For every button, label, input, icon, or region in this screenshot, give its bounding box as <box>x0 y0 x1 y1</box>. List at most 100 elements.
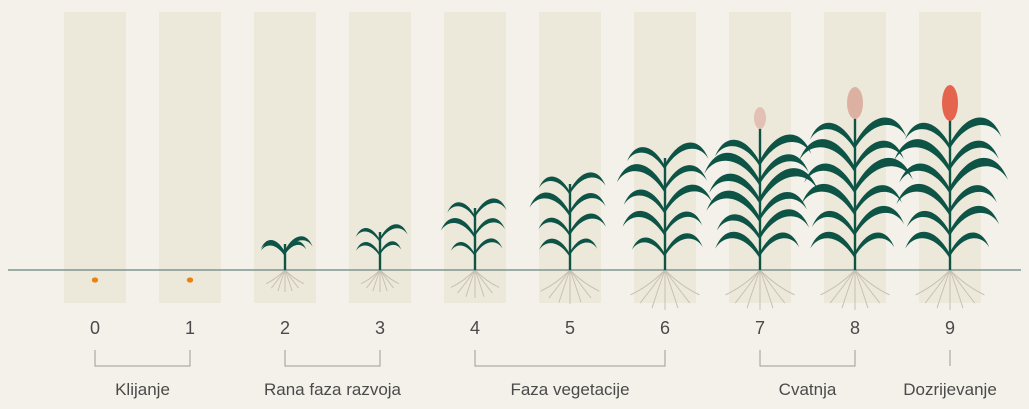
phase-label: Dozrijevanje <box>903 380 997 399</box>
seed-icon <box>186 277 194 283</box>
plant-icon <box>355 224 408 270</box>
leaf-shape <box>855 117 907 149</box>
seed-icon <box>91 277 99 283</box>
leaf-shape <box>538 176 570 196</box>
stage-number: 8 <box>849 318 860 338</box>
stage-number: 2 <box>279 318 290 338</box>
leaf-shape <box>447 202 475 219</box>
leaf-shape <box>801 183 855 217</box>
leaf-shape <box>950 232 990 257</box>
leaf-shape <box>475 218 506 237</box>
phase-bracket <box>94 350 191 367</box>
leaf-shape <box>380 224 408 241</box>
plant-icon <box>799 87 913 270</box>
roots-layer <box>265 269 985 310</box>
leaf-shape <box>380 241 402 255</box>
leaf-shape <box>855 140 904 171</box>
leaf-shape <box>899 163 950 195</box>
leaf-shape <box>570 193 606 215</box>
plant-icon <box>529 172 607 270</box>
stage-number: 5 <box>564 318 575 338</box>
leaf-shape <box>622 210 665 237</box>
leaf-shape <box>905 122 950 150</box>
plant-icon <box>894 85 1008 270</box>
leaf-shape <box>285 241 307 255</box>
leaf-shape <box>355 242 380 257</box>
leaf-shape <box>715 139 760 167</box>
leaf-shape <box>665 142 709 169</box>
leaf-shape <box>440 217 475 239</box>
roots-icon <box>540 269 600 304</box>
plants-layer <box>91 85 1008 283</box>
leaf-shape <box>799 139 855 173</box>
leaf-shape <box>285 236 313 253</box>
leaf-shape <box>704 152 760 187</box>
leaf-shape <box>716 214 760 241</box>
phase-label: Cvatnja <box>778 380 837 399</box>
leaf-shape <box>855 157 913 193</box>
leaf-shape <box>260 242 285 257</box>
leaf-shape <box>570 172 606 194</box>
roots-icon <box>360 269 400 292</box>
leaf-shape <box>665 184 713 214</box>
stage-column <box>64 12 126 303</box>
leaf-shape <box>760 232 800 257</box>
stage-number: 3 <box>374 318 385 338</box>
grain-head-icon <box>942 85 958 121</box>
leaf-shape <box>475 238 503 255</box>
roots-icon <box>265 269 305 292</box>
leaf-shape <box>950 117 1002 149</box>
leaf-shape <box>855 232 895 257</box>
stage-number: 0 <box>89 318 100 338</box>
plant-icon <box>260 236 313 270</box>
leaf-shape <box>760 154 809 184</box>
grain-head-icon <box>754 107 766 129</box>
leaf-shape <box>760 168 818 204</box>
leaf-shape <box>715 231 760 259</box>
leaf-shape <box>706 190 760 223</box>
leaf-shape <box>855 185 902 214</box>
leaf-shape <box>709 173 760 205</box>
leaf-shape <box>804 163 855 195</box>
leaf-shape <box>450 242 475 257</box>
leaf-shape <box>570 213 607 236</box>
plant-icon <box>704 107 818 270</box>
leaf-shape <box>906 210 950 237</box>
leaf-shape <box>896 183 950 217</box>
leaf-shape <box>760 191 807 221</box>
leaf-shape <box>538 217 570 237</box>
stage-number: 1 <box>184 318 195 338</box>
phase-label: Klijanje <box>115 380 170 399</box>
leaf-shape <box>475 198 507 218</box>
leaf-shape <box>760 134 812 166</box>
stage-number: 9 <box>944 318 955 338</box>
roots-icon <box>915 269 985 310</box>
stage-number: 4 <box>469 318 480 338</box>
leaf-shape <box>905 231 950 259</box>
stage-column <box>159 12 221 303</box>
phase-bracket <box>759 350 856 367</box>
leaf-shape <box>855 205 905 236</box>
roots-icon <box>820 269 890 310</box>
leaf-shape <box>810 122 855 150</box>
leaf-shape <box>894 139 950 173</box>
leaf-shape <box>950 205 1000 236</box>
leaf-shape <box>760 209 810 239</box>
roots-icon <box>725 269 795 310</box>
leaf-shape <box>631 237 665 258</box>
grain-head-icon <box>847 87 863 119</box>
leaf-shape <box>626 147 665 171</box>
roots-icon <box>450 269 500 298</box>
phase-bracket <box>474 350 666 367</box>
phase-brackets <box>94 350 951 367</box>
leaf-shape <box>950 185 997 214</box>
leaf-shape <box>950 157 1008 193</box>
stage-number: 6 <box>659 318 670 338</box>
roots-icon <box>630 269 700 310</box>
leaf-shape <box>665 233 703 257</box>
leaf-shape <box>355 227 380 243</box>
leaf-shape <box>616 164 665 194</box>
leaf-shape <box>665 165 708 191</box>
leaf-shape <box>539 238 570 258</box>
